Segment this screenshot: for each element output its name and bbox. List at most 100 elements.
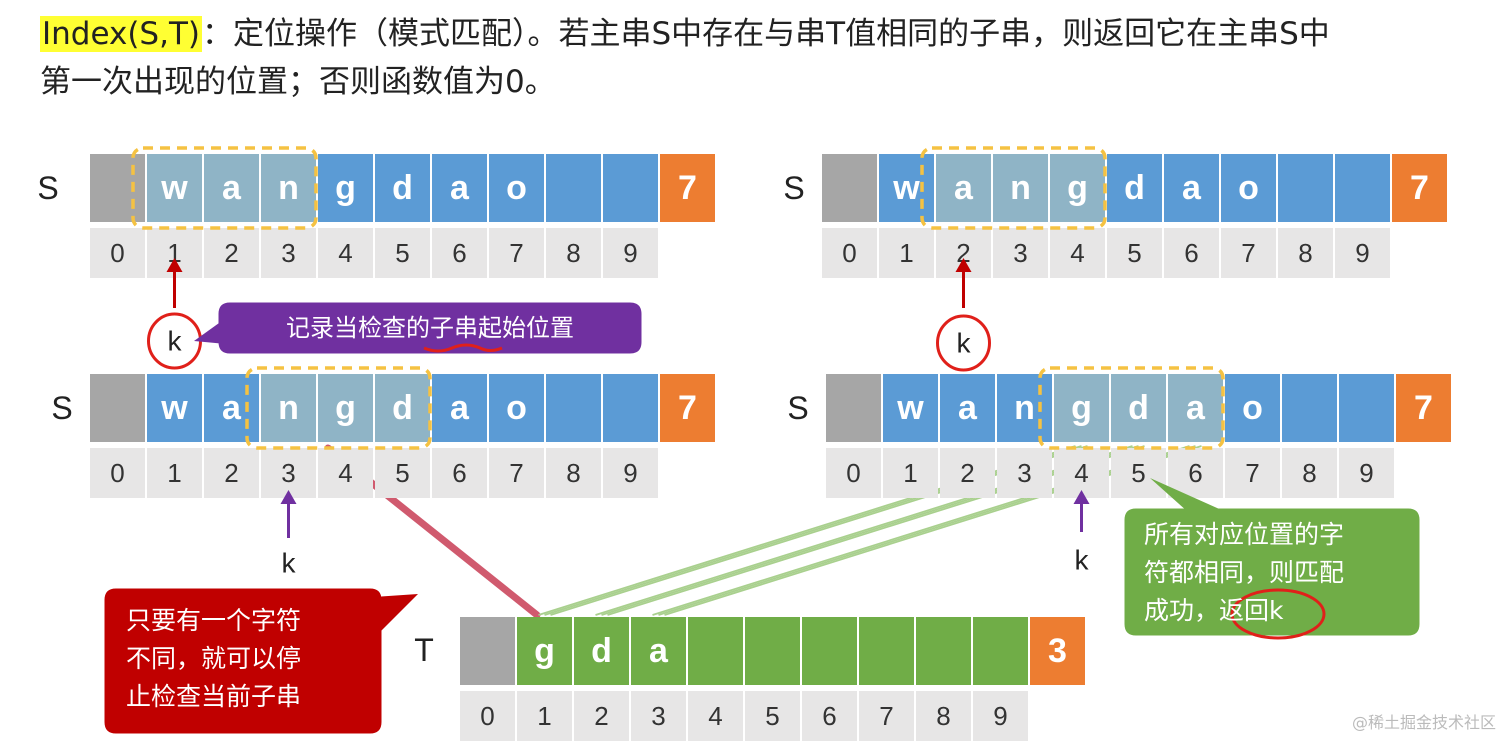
main-1-char-1: w	[160, 169, 188, 207]
function-name: Index(S,T)	[40, 16, 202, 52]
main-4-cell-2	[940, 374, 995, 442]
main-2-cell-5	[1107, 154, 1162, 222]
main-4-char-3: n	[1014, 389, 1035, 427]
main-2-index-cell-4	[1050, 228, 1105, 278]
main-1-index-0: 0	[110, 238, 124, 268]
main-1-index-cell-3	[261, 228, 316, 278]
main-1-char-6: a	[450, 169, 470, 207]
ink-underline	[423, 343, 503, 353]
main-4-cell-3	[997, 374, 1052, 442]
main-2-length-value: 7	[1410, 169, 1429, 207]
main-2-index-3: 3	[1013, 238, 1027, 268]
main-4-char-5: d	[1128, 389, 1149, 427]
pattern-cell-2	[574, 617, 629, 685]
main-1-char-5: d	[392, 169, 413, 207]
header-line-2: 第一次出现的位置；否则函数值为0。	[40, 64, 556, 100]
header-line-1: Index(S,T)：定位操作（模式匹配）。若主串S中存在与串T值相同的子串，则…	[40, 10, 1480, 58]
main-3-index-cell-5	[375, 448, 430, 498]
pattern-index-cell-1	[517, 691, 572, 741]
pattern-index-9: 9	[993, 701, 1007, 731]
main-1-cell-8	[546, 154, 601, 222]
pointer-k-panel-1-head	[166, 258, 183, 272]
main-1-cell-10	[660, 154, 715, 222]
callout-mismatch-shape-body	[103, 587, 383, 735]
pattern-index-cell-9	[973, 691, 1028, 741]
pattern-char-2: d	[591, 632, 612, 670]
main-2-char-2: a	[954, 169, 974, 207]
callout-mismatch-line-3: 止检查当前子串	[126, 682, 302, 711]
main-3-char-4: g	[335, 389, 356, 427]
pointer-k-panel-3-label: k	[282, 548, 297, 579]
header-line-1-text: ：定位操作（模式匹配）。若主串S中存在与串T值相同的子串，则返回它在主串S中	[202, 16, 1330, 52]
main-4-index-1: 1	[903, 458, 917, 488]
pointer-k-panel-2-circle	[936, 314, 991, 372]
main-4-index-5: 5	[1131, 458, 1145, 488]
pointer-k-panel-4-head	[1073, 490, 1090, 504]
main-3-cell-10	[660, 374, 715, 442]
main-3-char-3: n	[278, 389, 299, 427]
pattern-cell-1	[517, 617, 572, 685]
main-4-char-4: g	[1071, 389, 1092, 427]
callout-match-shape-tail	[1150, 478, 1226, 512]
main-4-cell-9	[1339, 374, 1394, 442]
callout-match-prefix: 成功，	[1144, 596, 1220, 625]
pattern-cell-4	[688, 617, 743, 685]
main-4-index-8: 8	[1302, 458, 1316, 488]
main-3-cell-5	[375, 374, 430, 442]
callout-match-line-3: 成功，返回k	[1144, 592, 1400, 630]
main-3-cell-7	[489, 374, 544, 442]
main-2-index-cell-6	[1164, 228, 1219, 278]
callout-match-line-2: 符都相同，则匹配	[1144, 558, 1345, 587]
pattern-cell-8	[916, 617, 971, 685]
main-4-length-value: 7	[1414, 389, 1433, 427]
main-4-index-2: 2	[960, 458, 974, 488]
main-2-index-cell-5	[1107, 228, 1162, 278]
pattern-cell-6	[802, 617, 857, 685]
pattern-index-cell-2	[574, 691, 629, 741]
main-2-char-5: d	[1124, 169, 1145, 207]
main-3-index-9: 9	[623, 458, 637, 488]
main-2-cell-2	[936, 154, 991, 222]
main-2-char-6: a	[1182, 169, 1202, 207]
pattern-cell-10	[1030, 617, 1085, 685]
main-4-index-cell-1	[883, 448, 938, 498]
main-1-cell-7	[489, 154, 544, 222]
main-3-index-1: 1	[167, 458, 181, 488]
pointer-k-panel-2-head	[955, 258, 972, 272]
main-2-cell-6	[1164, 154, 1219, 222]
main-1-cell-3	[261, 154, 316, 222]
callout-match-success: 所有对应位置的字 符都相同，则匹配 成功，返回k	[1124, 508, 1420, 636]
main-3-index-cell-7	[489, 448, 544, 498]
pattern-index-1: 1	[537, 701, 551, 731]
ink-circle-return-k	[1230, 588, 1326, 640]
callout-mismatch-line-1: 只要有一个字符	[126, 606, 302, 635]
pattern-cell-0	[460, 617, 515, 685]
main-1-index-4: 4	[338, 238, 352, 268]
main-string-label-2: S	[783, 170, 804, 206]
main-4-index-cell-6	[1168, 448, 1223, 498]
main-3-char-7: o	[506, 389, 527, 427]
main-2-index-0: 0	[842, 238, 856, 268]
pattern-index-4: 4	[708, 701, 722, 731]
header-text: Index(S,T)：定位操作（模式匹配）。若主串S中存在与串T值相同的子串，则…	[40, 10, 1480, 106]
main-4-char-1: w	[896, 389, 924, 427]
main-4-cell-6	[1168, 374, 1223, 442]
main-2-cell-9	[1335, 154, 1390, 222]
main-3-index-3: 3	[281, 458, 295, 488]
pattern-string-label: T	[414, 632, 434, 668]
pattern-index-cell-3	[631, 691, 686, 741]
main-1-index-9: 9	[623, 238, 637, 268]
main-3-index-2: 2	[224, 458, 238, 488]
main-3-cell-9	[603, 374, 658, 442]
main-2-index-cell-8	[1278, 228, 1333, 278]
main-2-cell-10	[1392, 154, 1447, 222]
main-1-index-cell-8	[546, 228, 601, 278]
main-1-cell-6	[432, 154, 487, 222]
main-3-index-cell-1	[147, 448, 202, 498]
watermark: @稀土掘金技术社区	[1351, 713, 1496, 732]
callout-mismatch-stop: 只要有一个字符 不同，就可以停 止检查当前子串	[104, 588, 382, 734]
main-2-char-7: o	[1238, 169, 1259, 207]
main-4-index-cell-5	[1111, 448, 1166, 498]
